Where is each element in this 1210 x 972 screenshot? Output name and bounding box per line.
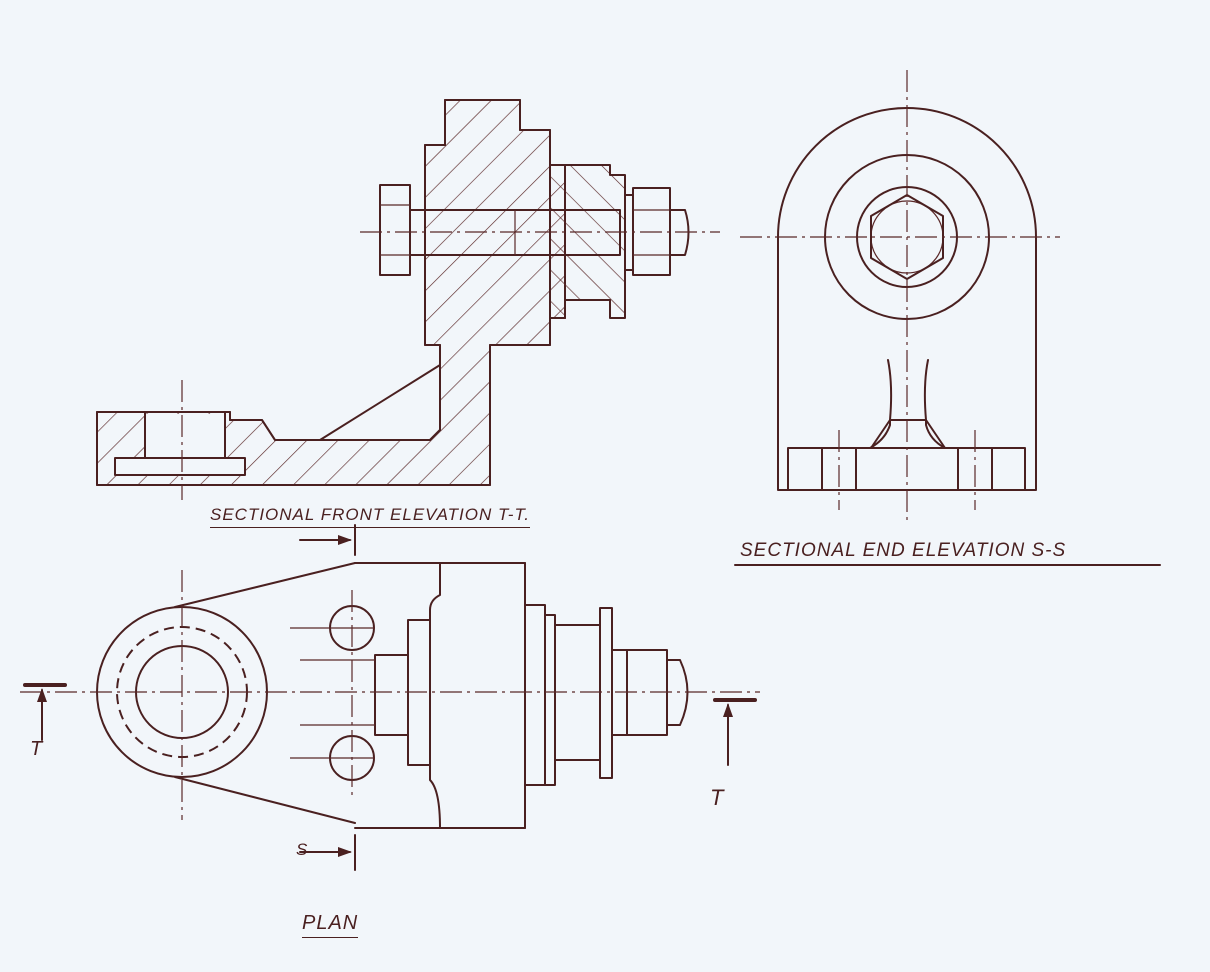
end-elevation-title: SECTIONAL END ELEVATION S-S [740,540,1067,565]
plan-view [20,562,760,829]
section-label-t-right: T [710,785,725,810]
front-elevation-title: SECTIONAL FRONT ELEVATION T-T. [210,505,531,528]
section-markers [23,524,757,871]
section-label-t-left: T [30,738,44,760]
sectional-front-elevation [96,99,720,500]
plan-title: PLAN [302,912,359,938]
sectional-end-elevation [734,70,1161,566]
section-label-s: S [296,840,309,859]
